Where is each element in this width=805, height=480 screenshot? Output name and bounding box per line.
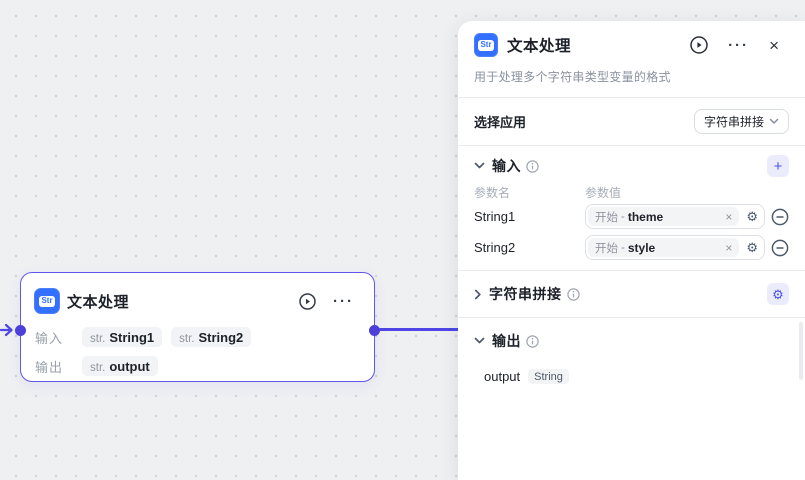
node-input-pill: str. String2: [171, 327, 252, 347]
divider: [458, 270, 805, 271]
run-node-button[interactable]: [299, 292, 316, 310]
chevron-down-icon: [769, 118, 779, 124]
parameter-column-headers: 参数名 参数值: [474, 184, 789, 200]
param-name-column: 参数名: [474, 186, 511, 200]
chevron-right-icon[interactable]: [474, 289, 482, 300]
divider: [458, 145, 805, 146]
panel-more-button[interactable]: ···: [728, 36, 750, 54]
input-section-title: 输入: [492, 158, 521, 174]
output-section-title: 输出: [492, 333, 521, 349]
play-icon: [690, 36, 708, 54]
param-name: String1: [474, 209, 516, 224]
remove-row-button[interactable]: [771, 239, 789, 257]
node-output-port[interactable]: [369, 325, 380, 336]
select-app-label: 选择应用: [474, 115, 527, 130]
clear-value-icon[interactable]: ×: [725, 209, 733, 224]
node-title: 文本处理: [67, 293, 130, 311]
close-panel-button[interactable]: ×: [769, 35, 779, 55]
gear-icon: ⚙: [772, 286, 784, 302]
chevron-down-icon[interactable]: [474, 337, 485, 345]
info-icon[interactable]: [526, 159, 539, 173]
divider: [458, 317, 805, 318]
output-row: output String: [484, 368, 789, 385]
variable-ref-tag[interactable]: 开始 - style ×: [588, 238, 740, 257]
node-outputs-row: 输出 str. output: [35, 354, 354, 378]
output-type-badge: String: [528, 369, 569, 384]
node-header: Str 文本处理 ···: [34, 286, 354, 316]
output-name: output: [484, 369, 521, 384]
remove-row-button[interactable]: [771, 208, 789, 226]
node-input-label: 输入: [35, 330, 64, 346]
text-processing-app-icon: Str: [34, 288, 60, 314]
param-row: String1 开始 - theme × ⚙: [474, 204, 789, 229]
param-row: String2 开始 - style × ⚙: [474, 235, 789, 260]
text-processing-app-icon: Str: [474, 33, 498, 57]
value-settings-icon[interactable]: ⚙: [746, 240, 758, 255]
param-value-column: 参数值: [585, 186, 622, 200]
str-badge: Str: [477, 39, 495, 51]
incoming-edge-arrow: [0, 323, 13, 337]
app-dropdown-value: 字符串拼接: [703, 115, 764, 129]
clear-value-icon[interactable]: ×: [725, 240, 733, 255]
select-app-row: 选择应用 字符串拼接: [458, 98, 805, 145]
concat-settings-button[interactable]: ⚙: [767, 283, 789, 305]
node-output-label: 输出: [35, 359, 64, 375]
concat-section-title: 字符串拼接: [489, 286, 562, 302]
param-value-input[interactable]: 开始 - style × ⚙: [585, 235, 765, 260]
app-dropdown[interactable]: 字符串拼接: [693, 109, 789, 134]
dash-separator: -: [621, 241, 625, 254]
str-badge: Str: [38, 295, 56, 307]
outgoing-edge: [379, 328, 463, 331]
panel-subtitle: 用于处理多个字符串类型变量的格式: [474, 70, 671, 84]
panel-scrollbar[interactable]: [799, 322, 803, 380]
minus-circle-icon: [771, 239, 789, 256]
panel-header: Str 文本处理 ··· ×: [458, 21, 805, 57]
node-inputs-row: 输入 str. String1 str. String2: [35, 325, 354, 349]
divider: [458, 97, 805, 98]
input-section: 输入 + 参数名 参数值 String1 开始 - theme: [458, 155, 805, 270]
output-section: 输出 output String: [458, 330, 805, 395]
play-icon: [299, 292, 316, 310]
variable-ref-tag[interactable]: 开始 - theme ×: [588, 207, 740, 226]
value-settings-icon[interactable]: ⚙: [746, 209, 758, 224]
node-output-pill: str. output: [82, 356, 158, 376]
param-name: String2: [474, 240, 516, 255]
run-button[interactable]: [690, 36, 708, 54]
node-input-port[interactable]: [15, 325, 26, 336]
node-more-button[interactable]: ···: [333, 292, 354, 310]
panel-title: 文本处理: [507, 38, 572, 55]
add-parameter-button[interactable]: +: [767, 155, 789, 177]
concat-section-header[interactable]: 字符串拼接 ⚙: [458, 271, 805, 317]
minus-circle-icon: [771, 208, 789, 225]
info-icon[interactable]: [566, 287, 580, 301]
info-icon[interactable]: [526, 334, 539, 348]
param-value-input[interactable]: 开始 - theme × ⚙: [585, 204, 765, 229]
node-input-pill: str. String1: [82, 327, 163, 347]
dash-separator: -: [621, 210, 625, 223]
node-config-panel: Str 文本处理 ··· × 用于处理多个字符串类型变量的格式 选择应用 字符串…: [458, 21, 805, 480]
node-text-processing[interactable]: Str 文本处理 ··· 输入 str. String1 str.: [15, 272, 380, 382]
plus-icon: +: [773, 157, 783, 175]
chevron-down-icon[interactable]: [474, 162, 485, 170]
